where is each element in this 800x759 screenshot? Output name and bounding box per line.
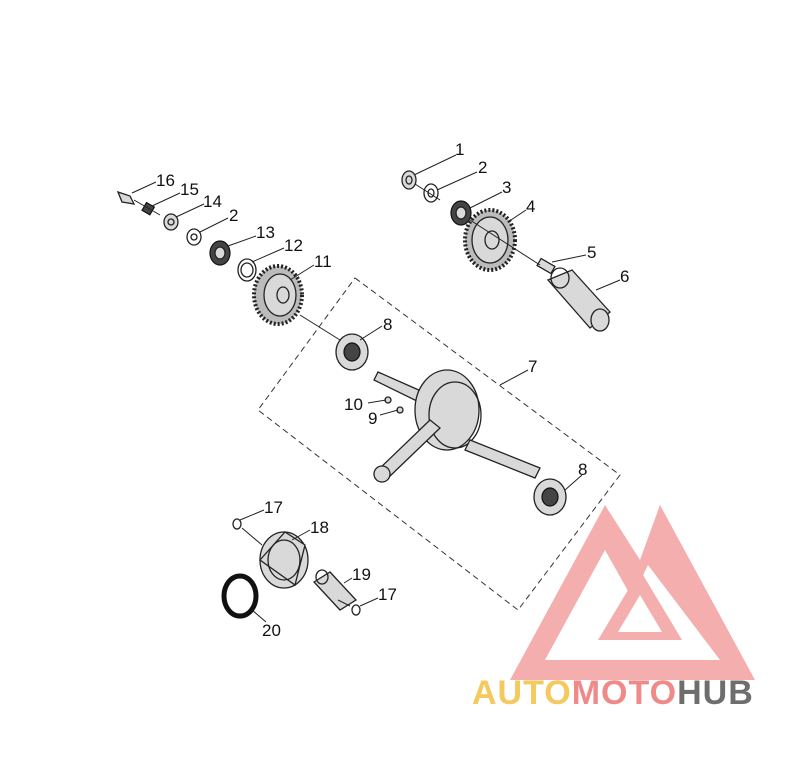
watermark-word-auto: AUTO [472, 674, 572, 712]
part-14-nut-icon [163, 213, 179, 231]
axis-line-left-group [133, 199, 341, 341]
callout-5: 5 [587, 243, 596, 262]
callout-17-bottom: 17 [378, 585, 397, 604]
part-12-washer-icon [237, 258, 257, 282]
callout-19: 19 [352, 565, 371, 584]
callout-4: 4 [526, 197, 535, 216]
axis-line-right-group [414, 183, 541, 266]
part-8-bearing-top-icon [335, 333, 369, 371]
part-2-washer-left-icon [186, 228, 202, 246]
callout-15: 15 [180, 180, 199, 199]
callout-2-left: 2 [229, 206, 238, 225]
callout-9: 9 [368, 409, 377, 428]
callout-10: 10 [344, 395, 363, 414]
callout-6: 6 [620, 267, 629, 286]
part-13-bearing-icon [209, 240, 231, 266]
part-19-piston-pin-icon [312, 569, 358, 611]
part-3-bearing-icon [450, 200, 472, 226]
callout-13: 13 [256, 223, 275, 242]
callout-16: 16 [156, 171, 175, 190]
callout-8-top: 8 [383, 315, 392, 334]
part-18-piston-icon [259, 531, 309, 589]
callout-14: 14 [203, 192, 222, 211]
callout-11: 11 [314, 252, 332, 271]
callout-2: 2 [478, 158, 487, 177]
watermark-logo-icon [510, 505, 755, 680]
callout-3: 3 [502, 178, 511, 197]
watermark-wordmark: AUTOMOTOHUB [472, 674, 754, 713]
part-11-gear-icon [252, 264, 304, 326]
callout-7: 7 [528, 357, 537, 376]
callout-17-top: 17 [264, 498, 283, 517]
watermark-word-moto: MOTO [571, 674, 678, 712]
callout-20: 20 [262, 621, 281, 640]
callout-8-bottom: 8 [578, 460, 587, 479]
part-16-bolt-icon [116, 190, 136, 205]
part-5-key-icon [536, 257, 556, 275]
part-17-clip-bottom-icon [351, 604, 361, 616]
part-7-crankshaft-icon [373, 369, 541, 483]
watermark-word-hub: HUB [677, 674, 754, 712]
axis-line-piston-group [241, 527, 351, 607]
part-17-clip-top-icon [232, 518, 242, 530]
part-2-washer-icon [423, 183, 439, 203]
part-1-nut-icon [401, 170, 417, 190]
part-6-shaft-icon [546, 267, 611, 332]
callout-12: 12 [284, 236, 303, 255]
part-4-gear-icon [463, 208, 517, 272]
callout-18: 18 [310, 518, 329, 537]
callout-1: 1 [455, 140, 464, 159]
part-20-piston-ring-icon [221, 573, 259, 619]
crankshaft-assembly-boundary [257, 277, 621, 611]
part-8-bearing-bottom-icon [533, 478, 567, 516]
callout-leaders [131, 154, 621, 623]
